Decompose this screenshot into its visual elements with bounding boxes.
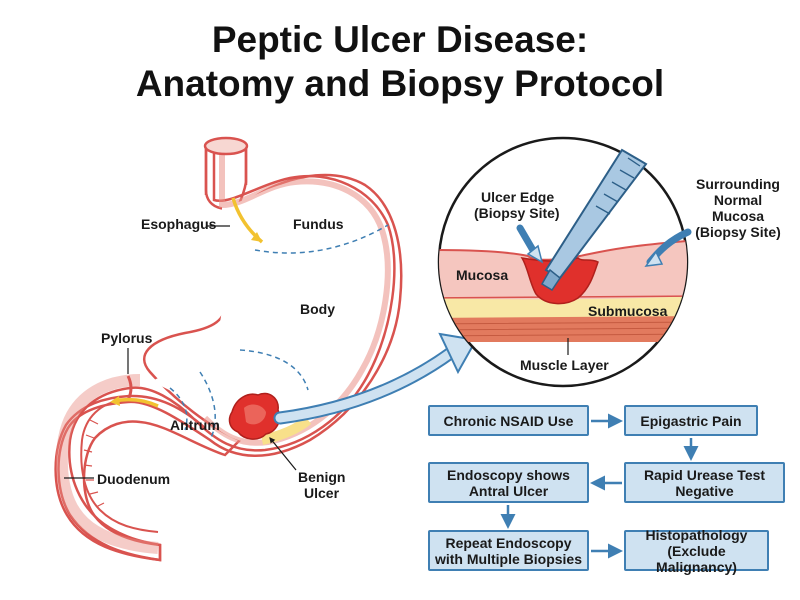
label-benign: Benign bbox=[298, 469, 345, 485]
esophagus-opening bbox=[203, 136, 249, 156]
edge-pointer bbox=[516, 224, 538, 256]
label-ulcer-edge-site: (Biopsy Site) bbox=[474, 205, 560, 221]
flow-box-epigastric-pain: Epigastric Pain bbox=[624, 405, 758, 436]
biopsy-inset: Ulcer Edge (Biopsy Site) Mucosa Submucos… bbox=[437, 136, 692, 388]
label-ulcer-edge: Ulcer Edge bbox=[481, 189, 554, 205]
duodenum-tube bbox=[55, 374, 159, 554]
surrounding-mucosa-label: Surrounding Normal Mucosa (Biopsy Site) bbox=[695, 176, 781, 240]
label-muscle-layer: Muscle Layer bbox=[520, 357, 609, 373]
esophagus-tube bbox=[204, 148, 248, 195]
label-antrum: Antrum bbox=[170, 417, 220, 433]
ulcer-highlight bbox=[260, 416, 312, 445]
label-ulcer: Ulcer bbox=[304, 485, 340, 501]
label-surrounding-4: (Biopsy Site) bbox=[695, 224, 781, 240]
label-surrounding-2: Normal bbox=[714, 192, 762, 208]
fundus-divider bbox=[254, 224, 389, 254]
stomach-lumen bbox=[150, 150, 388, 443]
anatomy-labels: Esophagus Fundus Body Pylorus Antrum Duo… bbox=[64, 216, 345, 501]
label-submucosa: Submucosa bbox=[588, 303, 668, 319]
flow-box-nsaid: Chronic NSAID Use bbox=[428, 405, 589, 436]
leader-benign-ulcer bbox=[269, 437, 297, 471]
label-pylorus: Pylorus bbox=[101, 330, 153, 346]
stomach bbox=[54, 136, 403, 562]
page-title-line-1: Peptic Ulcer Disease: bbox=[211, 19, 589, 60]
label-duodenum: Duodenum bbox=[97, 471, 170, 487]
label-fundus: Fundus bbox=[293, 216, 344, 232]
duodenum-folds bbox=[83, 419, 105, 508]
flow-text-pain: Epigastric Pain bbox=[640, 412, 742, 429]
flow-box-histopathology: Histopathology (Exclude Malignancy) bbox=[624, 527, 769, 575]
flowchart-arrows bbox=[500, 413, 699, 559]
zoom-arrow-fill bbox=[275, 347, 457, 423]
duodenum-inner bbox=[80, 399, 159, 533]
flow-box-urease-test: Rapid Urease Test Negative bbox=[624, 462, 785, 503]
flow-text-nsaid: Chronic NSAID Use bbox=[443, 412, 574, 429]
flow-text-histo: Histopathology (Exclude Malignancy) bbox=[645, 526, 748, 575]
flow-text-urease: Rapid Urease Test Negative bbox=[643, 466, 766, 499]
pylorus-flow-arrowhead bbox=[110, 396, 120, 406]
ulcer-crater bbox=[244, 404, 266, 425]
label-esophagus: Esophagus bbox=[141, 216, 217, 232]
label-body: Body bbox=[300, 301, 335, 317]
page-title-line-2: Anatomy and Biopsy Protocol bbox=[135, 63, 665, 104]
flow-box-repeat-endoscopy: Repeat Endoscopy with Multiple Biopsies bbox=[428, 530, 589, 571]
biopsy-forceps bbox=[540, 148, 648, 292]
flow-text-repeat: Repeat Endoscopy with Multiple Biopsies bbox=[434, 534, 582, 567]
esophagus-flow-arrowhead bbox=[251, 232, 262, 242]
label-mucosa: Mucosa bbox=[456, 267, 508, 283]
antrum-divider bbox=[169, 349, 309, 441]
inset-submucosa bbox=[439, 296, 687, 318]
zoom-arrowhead bbox=[438, 332, 478, 375]
flow-text-endoscopy: Endoscopy shows Antral Ulcer bbox=[447, 466, 570, 499]
label-surrounding-3: Mucosa bbox=[712, 208, 764, 224]
flow-box-endoscopy: Endoscopy shows Antral Ulcer bbox=[428, 462, 589, 503]
label-surrounding-1: Surrounding bbox=[696, 176, 780, 192]
